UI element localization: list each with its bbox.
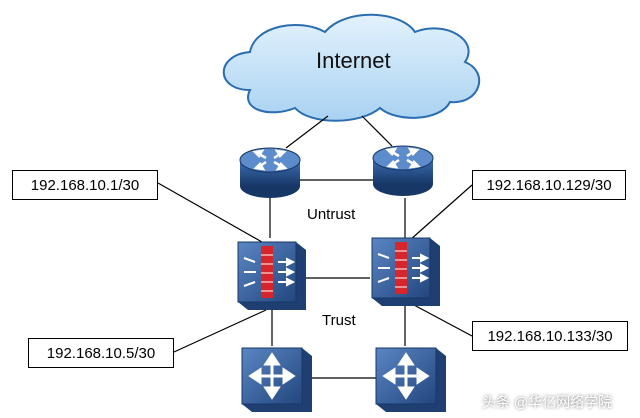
- callout-line-left-top: [157, 182, 263, 243]
- firewall-brick-icon: [261, 246, 273, 298]
- links: [157, 115, 473, 379]
- router-arrows-icon: [385, 147, 421, 169]
- switch-right[interactable]: [375, 347, 446, 412]
- firewall-brick-icon: [395, 242, 407, 294]
- switch-arrows-icon: [382, 352, 430, 400]
- ip-callout-left-top: 192.168.10.1/30: [12, 170, 158, 200]
- switch-left[interactable]: [241, 347, 312, 412]
- ip-callout-right-bottom: 192.168.10.133/30: [472, 321, 628, 351]
- internet-label: Internet: [316, 48, 391, 73]
- router-left[interactable]: [239, 147, 301, 198]
- callout-line-left-bottom: [173, 309, 267, 353]
- watermark: 头条 @华亿网络学院: [482, 394, 613, 410]
- trust-zone-label: Trust: [322, 312, 356, 329]
- firewall-right[interactable]: [371, 237, 440, 306]
- ip-callout-left-bottom: 192.168.10.5/30: [28, 338, 174, 368]
- ip-callout-right-top: 192.168.10.129/30: [472, 170, 626, 200]
- callout-line-right-bottom: [413, 304, 473, 337]
- switch-arrows-icon: [248, 352, 296, 400]
- untrust-zone-label: Untrust: [307, 206, 356, 223]
- traffic-arrows-icon: [377, 253, 430, 283]
- traffic-arrows-icon: [243, 257, 296, 287]
- link-cloud-router-right: [361, 115, 393, 147]
- router-arrows-icon: [252, 149, 288, 171]
- callout-line-right-top: [409, 184, 473, 241]
- link-cloud-router-left: [285, 115, 329, 149]
- router-right[interactable]: [372, 145, 434, 196]
- internet-cloud: [222, 13, 481, 122]
- firewall-left[interactable]: [237, 241, 306, 310]
